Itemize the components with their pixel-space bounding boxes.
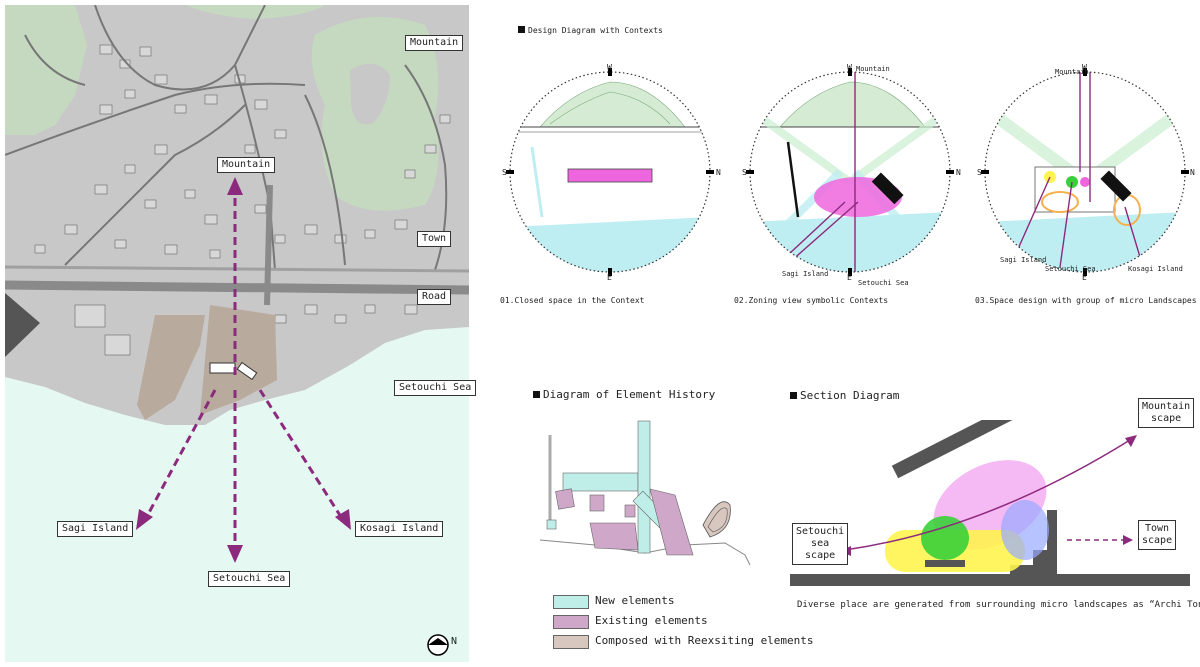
d3-label-mountain: Mountain — [1055, 68, 1089, 76]
map-label-setouchi-sea-bottom: Setouchi Sea — [208, 571, 291, 587]
d3-label-setouchi: Setouchi Sea — [1045, 265, 1096, 273]
town-scape-line1: Town — [1145, 523, 1170, 534]
design-diagram-title: Design Diagram with Contexts — [518, 26, 663, 35]
map-label-town: Town — [417, 231, 452, 247]
caption-02: 02.Zoning view symbolic Contexts — [734, 296, 889, 305]
history-diagram — [539, 420, 751, 566]
d3-compass-w: W — [1082, 63, 1087, 72]
d2-compass-s: S — [742, 168, 747, 177]
caption-03: 03.Space design with group of micro Land… — [975, 296, 1197, 305]
section-drawing — [790, 420, 1190, 586]
mountain-scape-line1: Mountain — [1142, 401, 1191, 412]
d2-label-setouchi: Setouchi Sea — [858, 279, 909, 287]
d2-compass-w: W — [847, 63, 852, 72]
north-label: N — [451, 636, 458, 647]
setouchi-scape-line3: scape — [805, 550, 836, 561]
diagram-03 — [981, 68, 1189, 276]
map-label-sagi-island: Sagi Island — [57, 521, 134, 537]
map-label-road: Road — [417, 289, 452, 305]
legend-label-existing: Existing elements — [595, 614, 708, 627]
legend-label-new: New elements — [595, 594, 675, 607]
diagram-01 — [506, 68, 714, 276]
section-title: Section Diagram — [790, 389, 899, 402]
section-caption: Diverse place are generated from surroun… — [797, 600, 1200, 610]
design-diagrams — [506, 68, 1189, 276]
history-title: Diagram of Element History — [533, 388, 715, 401]
site-map-drawing — [4, 4, 470, 662]
caption-01: 01.Closed space in the Context — [500, 296, 645, 305]
section-label-setouchi-scape: Setouchi sea scape — [792, 523, 849, 565]
map-label-mountain-top: Mountain — [405, 35, 464, 51]
d3-compass-s: S — [977, 168, 982, 177]
d1-compass-n: N — [716, 168, 721, 177]
d2-label-sagi: Sagi Island — [782, 270, 829, 278]
d3-compass-n: N — [1190, 168, 1195, 177]
d2-compass-e: E — [847, 273, 852, 282]
section-label-mountain-scape: Mountain scape — [1138, 398, 1195, 428]
section-label-town-scape: Town scape — [1138, 520, 1177, 550]
d1-compass-w: W — [607, 63, 612, 72]
d1-compass-e: E — [607, 273, 612, 282]
map-label-mountain-center: Mountain — [217, 157, 276, 173]
diagram-02 — [746, 68, 954, 276]
legend-swatch-composed — [553, 635, 589, 649]
d3-label-kosagi: Kosagi Island — [1128, 265, 1183, 273]
legend-swatch-existing — [553, 615, 589, 629]
setouchi-scape-line2: sea — [811, 538, 830, 549]
d3-label-sagi: Sagi Island — [1000, 256, 1047, 264]
legend-label-composed: Composed with Reexsiting elements — [595, 634, 814, 647]
d3-compass-e: E — [1082, 273, 1087, 282]
map-label-kosagi-island: Kosagi Island — [355, 521, 444, 537]
town-scape-line2: scape — [1142, 535, 1173, 546]
d1-compass-s: S — [502, 168, 507, 177]
d2-compass-n: N — [956, 168, 961, 177]
legend-swatch-new — [553, 595, 589, 609]
map-label-setouchi-sea-right: Setouchi Sea — [394, 380, 477, 396]
site-map: Mountain Mountain Town Road Setouchi Sea… — [4, 4, 477, 662]
setouchi-scape-line1: Setouchi — [796, 526, 845, 537]
d2-label-mountain: Mountain — [856, 65, 890, 73]
mountain-scape-line2: scape — [1151, 413, 1182, 424]
